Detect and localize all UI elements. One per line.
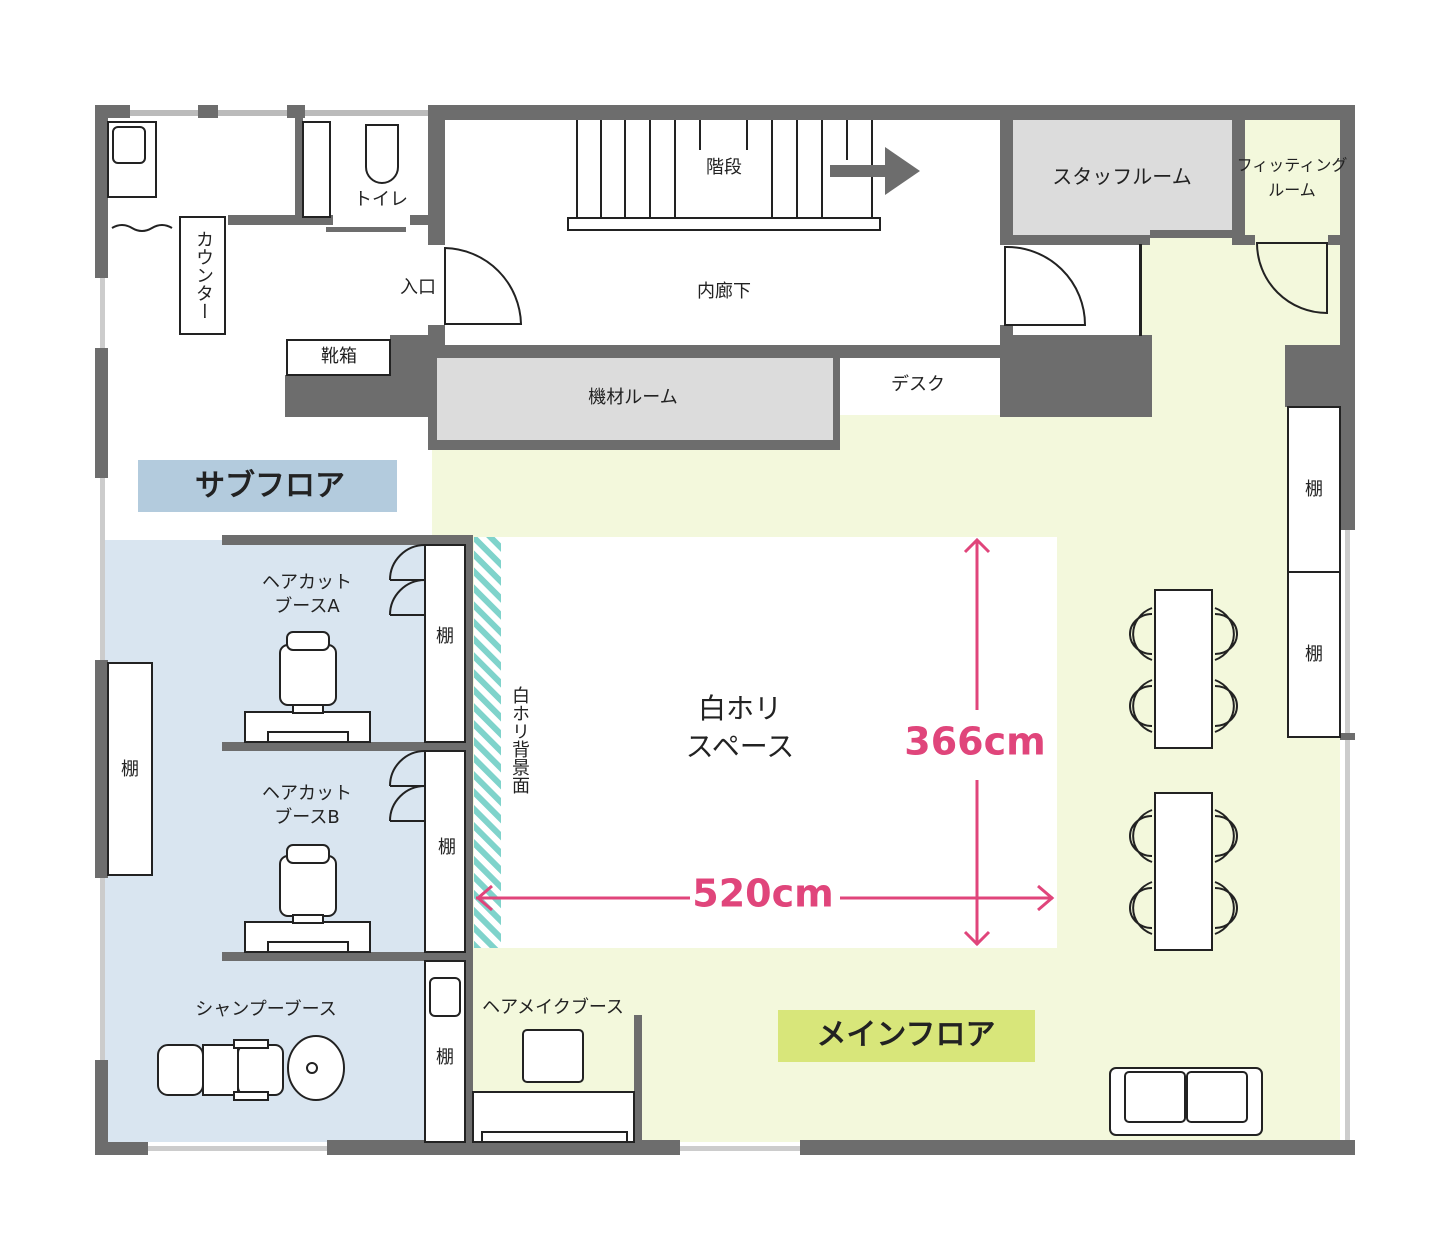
shampoo-chair: [157, 1035, 345, 1101]
shelf-right-2: [1287, 571, 1341, 738]
sub-floor-label: サブフロア: [195, 469, 345, 504]
booth-b-label-2: ブースB: [274, 806, 339, 828]
toilet-label: トイレ: [354, 189, 408, 210]
shelf-left-label: 棚: [121, 759, 139, 780]
table-chairs: [1129, 607, 1238, 935]
white-space-label-1: 白ホリ: [698, 692, 782, 725]
table-1: [1154, 589, 1213, 749]
dimension-arrows: [475, 537, 1055, 947]
staff-room: [1013, 120, 1232, 235]
sub-floor-label-bg: [138, 460, 397, 512]
fitting-room-door[interactable]: [1255, 242, 1328, 315]
staff-room-label: スタッフルーム: [1052, 165, 1191, 189]
shelf-right-1-label: 棚: [1305, 479, 1323, 500]
corridor-label: 内廊下: [697, 281, 751, 302]
stairs-label: 階段: [706, 157, 742, 178]
shelf-right-2-label: 棚: [1305, 644, 1323, 665]
stairs: [567, 120, 881, 231]
fitting-room-label-1: フィッティング: [1237, 156, 1348, 175]
shelf-left: [107, 662, 153, 876]
shelf-booth-b: [424, 750, 466, 953]
desk: [840, 360, 1000, 410]
shampoo-booth-label: シャンプーブース: [195, 998, 336, 1020]
white-space-label-2: スペース: [686, 730, 795, 763]
counter: [179, 216, 226, 335]
fitting-room-label-2: ルーム: [1268, 181, 1316, 200]
shelf-booth-a: [424, 544, 466, 743]
chair-booth-b: [244, 844, 371, 953]
makeup-booth-label: ヘアメイクブース: [482, 996, 624, 1018]
booth-a-label-2: ブースA: [274, 595, 340, 617]
chair-booth-a: [244, 631, 371, 743]
backdrop-surface: [474, 537, 501, 948]
table-2: [1154, 792, 1213, 951]
backdrop-label: 白ホリ背景面: [509, 686, 530, 794]
counter-label: カウンター: [193, 230, 214, 320]
fitting-room: [1245, 120, 1340, 235]
fixtures: [107, 120, 1341, 1143]
main-floor-label: メインフロア: [816, 1018, 995, 1053]
width-dimension: 520cm: [692, 872, 833, 916]
walls: [95, 105, 1355, 1155]
depth-dimension: 366cm: [904, 720, 1045, 764]
shelf-booth-a-label: 棚: [436, 626, 454, 647]
corridor-door[interactable]: [1004, 245, 1087, 326]
arrow-right-icon: [830, 147, 920, 195]
entrance-label: 入口: [400, 277, 436, 298]
makeup-chair: [472, 1029, 635, 1143]
booth-b-label-1: ヘアカット: [262, 783, 352, 804]
shelf-shampoo-label: 棚: [436, 1047, 454, 1068]
equipment-room: [437, 358, 833, 440]
desk-label: デスク: [891, 374, 945, 395]
white-cyclorama-space: [475, 537, 1057, 948]
booth-a-label-1: ヘアカット: [262, 572, 352, 593]
shoe-box-label: 靴箱: [321, 346, 357, 367]
equipment-room-label: 機材ルーム: [588, 387, 677, 408]
entrance-door[interactable]: [444, 246, 523, 325]
main-floor-label-bg: [778, 1010, 1035, 1062]
shoe-box: [286, 339, 391, 376]
sofa: [1109, 1067, 1263, 1136]
sub-floor-booth-area: [100, 540, 472, 1142]
shelf-booth-b-label: 棚: [438, 837, 456, 858]
